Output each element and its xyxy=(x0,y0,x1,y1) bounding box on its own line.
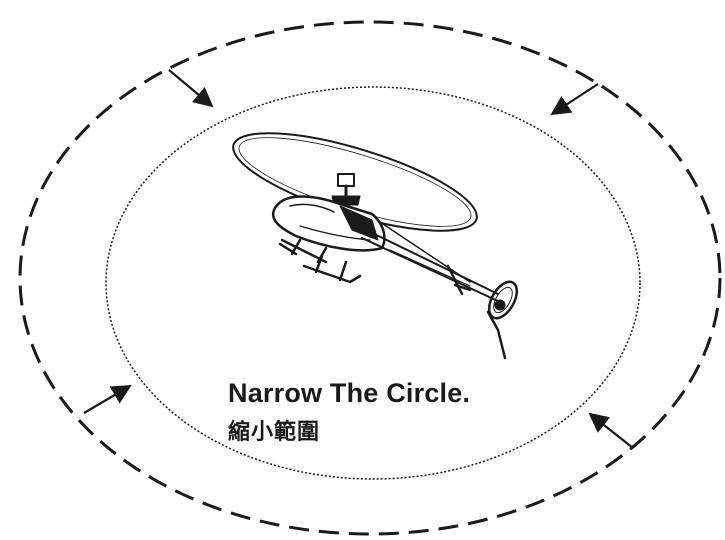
arrow-bottom-right xyxy=(590,414,633,448)
arrow-top-left xyxy=(169,70,212,106)
caption-title: Narrow The Circle. xyxy=(228,378,470,409)
arrow-top-right xyxy=(552,84,598,114)
inner-dotted-circle xyxy=(106,87,640,479)
helicopter-illustration xyxy=(224,113,523,358)
outer-dashed-circle xyxy=(20,22,720,534)
rotor-head xyxy=(338,174,354,186)
caption-subtitle: 縮小範圍 xyxy=(228,414,320,446)
arrow-bottom-left xyxy=(84,386,130,413)
